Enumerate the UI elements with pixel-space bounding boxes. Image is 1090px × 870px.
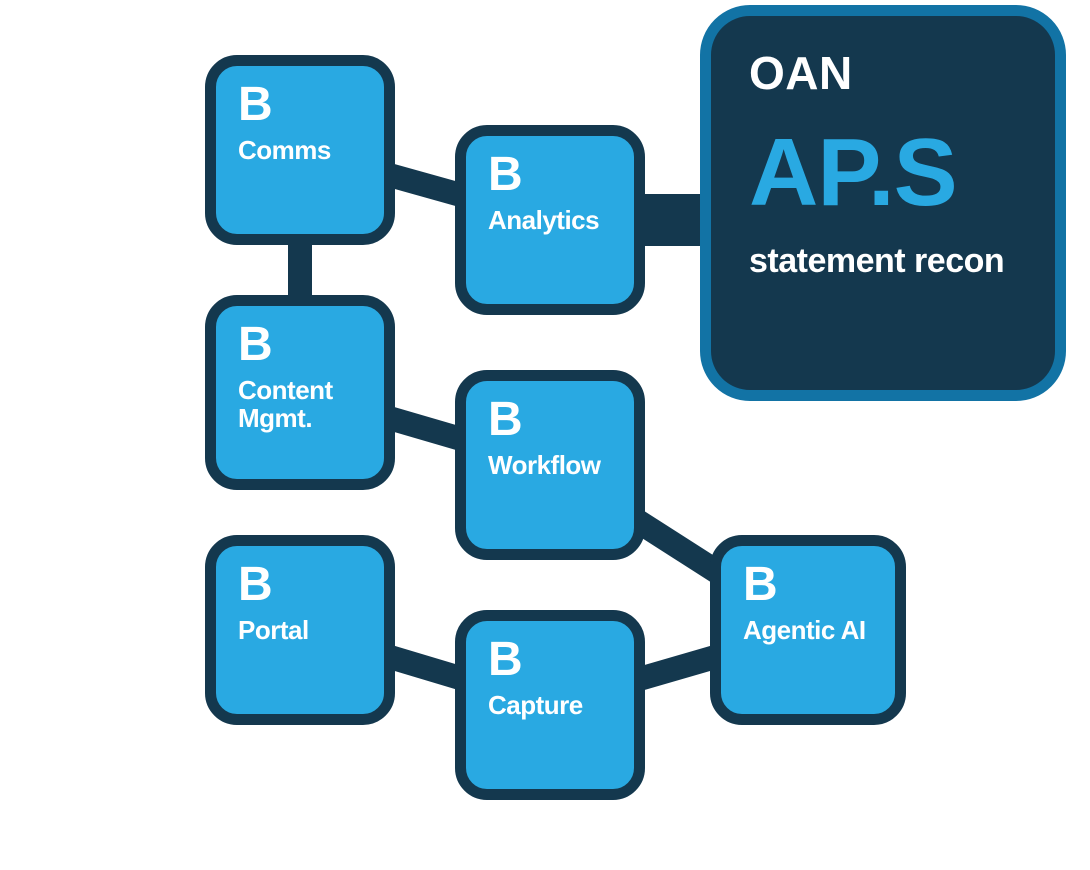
node-agentic-ai: B Agentic AI	[710, 535, 906, 725]
node-label: Analytics	[488, 205, 600, 236]
hub-eyebrow: OAN	[749, 47, 853, 99]
node-initial: B	[238, 78, 273, 131]
node-comms: B Comms	[205, 55, 395, 245]
node-initial: B	[488, 393, 523, 446]
node-label: Comms	[238, 135, 331, 166]
node-label: Content Mgmt.	[238, 375, 333, 434]
node-label: Agentic AI	[743, 615, 866, 646]
hub-subtitle: statement recon	[749, 241, 1005, 280]
node-initial: B	[488, 148, 523, 201]
node-portal: B Portal	[205, 535, 395, 725]
node-label: Capture	[488, 690, 583, 721]
node-initial: B	[488, 633, 523, 686]
node-capture: B Capture	[455, 610, 645, 800]
node-label: Portal	[238, 615, 309, 646]
node-content-mgmt: B Content Mgmt.	[205, 295, 395, 490]
node-initial: B	[743, 558, 778, 611]
node-analytics: B Analytics	[455, 125, 645, 315]
hub-oan-aps: OAN AP.S statement recon	[700, 5, 1066, 401]
hub-title: AP.S	[749, 118, 958, 226]
node-initial: B	[238, 318, 273, 371]
node-workflow: B Workflow	[455, 370, 645, 560]
node-initial: B	[238, 558, 273, 611]
node-label: Workflow	[488, 450, 601, 481]
